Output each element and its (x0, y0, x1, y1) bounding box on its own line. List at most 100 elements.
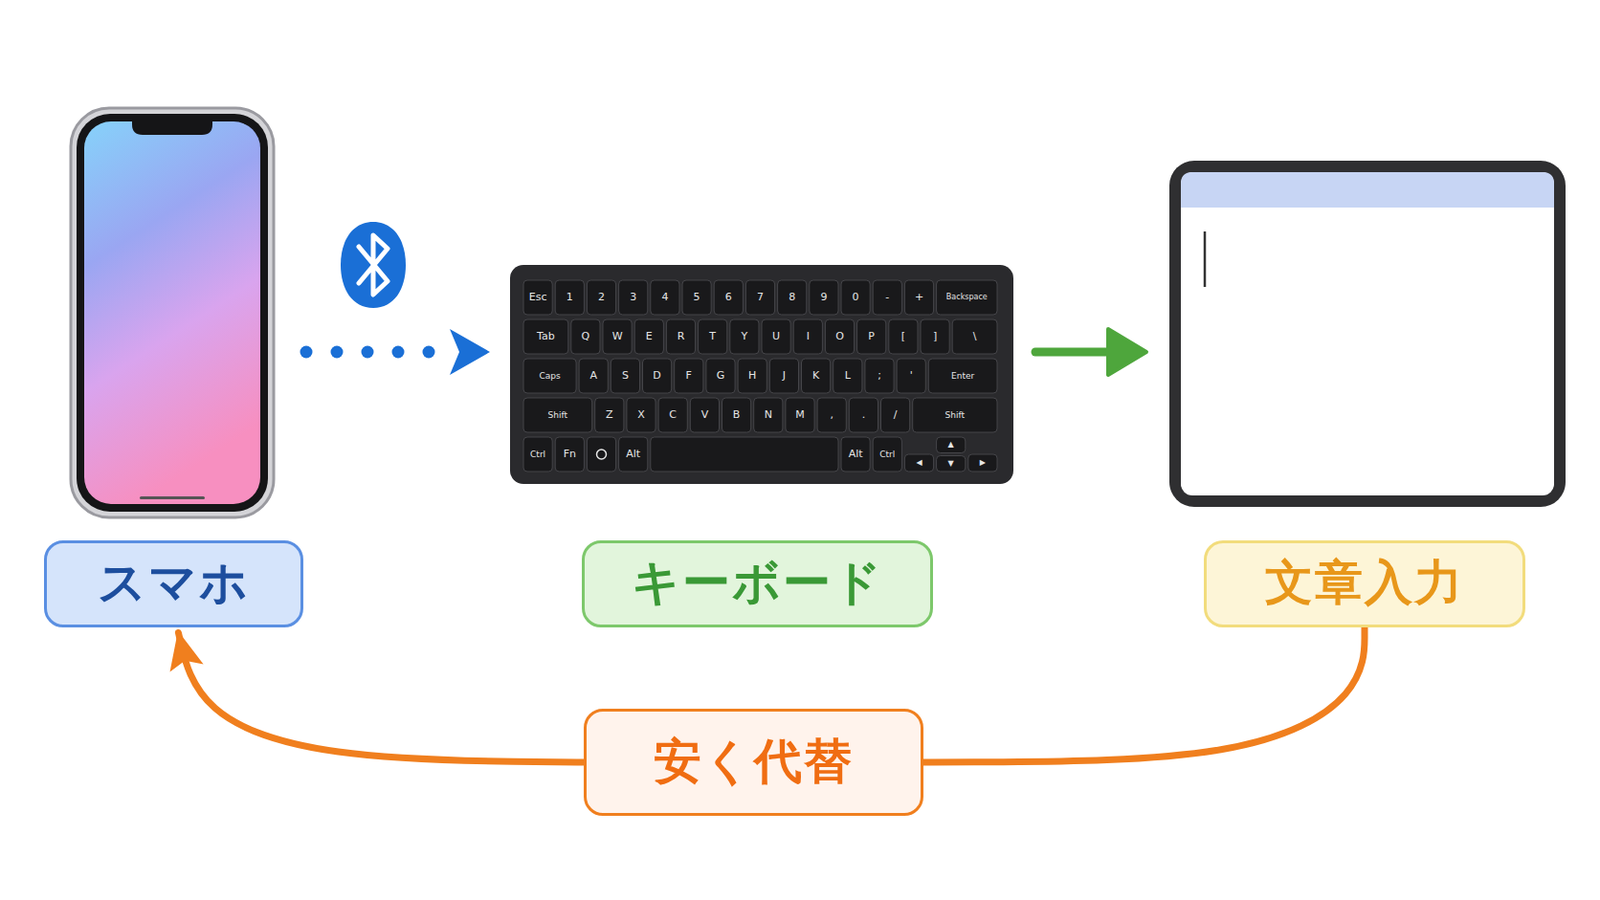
phone-frame (70, 108, 274, 518)
box-label: キーボード (631, 555, 884, 612)
keycap (666, 319, 695, 355)
box-label: 文章入力 (1265, 555, 1465, 612)
phone-notch (132, 121, 213, 135)
key-label: - (872, 280, 902, 315)
keycap (872, 280, 902, 315)
keycap (523, 280, 553, 315)
phone-screen (84, 121, 261, 505)
key-label: / (881, 398, 911, 433)
keycap (936, 456, 966, 473)
keycap (745, 280, 775, 315)
keycap (706, 358, 735, 394)
key-label: ▶ (968, 454, 998, 472)
keycap (824, 319, 854, 355)
key-label: W (602, 319, 632, 355)
keycap (555, 280, 584, 315)
key-label: Shift (912, 398, 998, 433)
key-label: R (666, 319, 695, 355)
keycap (801, 358, 831, 394)
arrow-head (1108, 329, 1147, 376)
curved-arrow (923, 627, 1366, 764)
keycap (865, 358, 894, 394)
keycap (595, 398, 624, 433)
phone-home-bar (139, 496, 205, 500)
key-label: , (817, 398, 846, 433)
key-label: I (793, 319, 823, 355)
box-label: スマホ (97, 555, 250, 612)
dot (300, 346, 313, 359)
key-label: Caps (523, 358, 577, 394)
keycap (936, 437, 966, 454)
keycap (777, 280, 807, 315)
keycap (523, 398, 593, 433)
keycap (809, 280, 839, 315)
keycap (841, 437, 870, 472)
keycap (761, 319, 791, 355)
key-label: G (706, 358, 735, 394)
keycap (754, 398, 783, 433)
key-label: Esc (523, 280, 553, 315)
keycap (904, 454, 934, 472)
keycap (793, 319, 823, 355)
keycap (602, 319, 632, 355)
key-label: ▼ (936, 456, 966, 473)
keycap (936, 280, 998, 315)
bluetooth-icon (340, 222, 406, 309)
key-label: M (785, 398, 815, 433)
key-label: ' (896, 358, 926, 394)
curved-arrow (177, 633, 583, 764)
key-label: O (824, 319, 854, 355)
key-label: ▲ (936, 437, 966, 454)
key-label: J (769, 358, 799, 394)
keycap (881, 398, 911, 433)
key-label: X (626, 398, 656, 433)
key-label: Y (730, 319, 759, 355)
keycap (643, 358, 672, 394)
bluetooth-rune (358, 235, 388, 295)
keycap (896, 358, 926, 394)
keycap (578, 358, 608, 394)
keyboard-keys (523, 280, 998, 472)
keycap (912, 398, 998, 433)
keycap (713, 280, 743, 315)
key-label: [ (888, 319, 918, 355)
keycap (928, 358, 998, 394)
dot (331, 346, 344, 359)
keycap (904, 280, 934, 315)
key-label: Ctrl (872, 437, 902, 472)
keycap (650, 280, 680, 315)
key-label: 5 (682, 280, 712, 315)
key-label: Alt (841, 437, 870, 472)
keycap (698, 319, 728, 355)
keycap (872, 437, 902, 472)
key-label: E (634, 319, 664, 355)
keycap (769, 358, 799, 394)
key-label: V (689, 398, 719, 433)
key-label: Tab (523, 319, 569, 355)
key-label: Shift (523, 398, 593, 433)
label-box: キーボード (581, 540, 934, 628)
key-label: Ctrl (523, 437, 553, 472)
keycap (841, 280, 870, 315)
key-label: B (722, 398, 752, 433)
key-label: 2 (586, 280, 616, 315)
key-label: S (610, 358, 640, 394)
key-label: D (643, 358, 672, 394)
keycap (626, 398, 656, 433)
key-label: A (578, 358, 608, 394)
key-label: H (737, 358, 767, 394)
key-label: Fn (555, 437, 584, 472)
keycap (968, 454, 998, 472)
key-label: 6 (713, 280, 743, 315)
key-label: U (761, 319, 791, 355)
key-label: L (833, 358, 863, 394)
keycap (920, 319, 950, 355)
keycap (689, 398, 719, 433)
phone-bezel (76, 113, 268, 512)
keycap (785, 398, 815, 433)
keycap (952, 319, 998, 355)
keycap (833, 358, 863, 394)
key-label: 9 (809, 280, 839, 315)
keycap (634, 319, 664, 355)
key-label: 4 (650, 280, 680, 315)
